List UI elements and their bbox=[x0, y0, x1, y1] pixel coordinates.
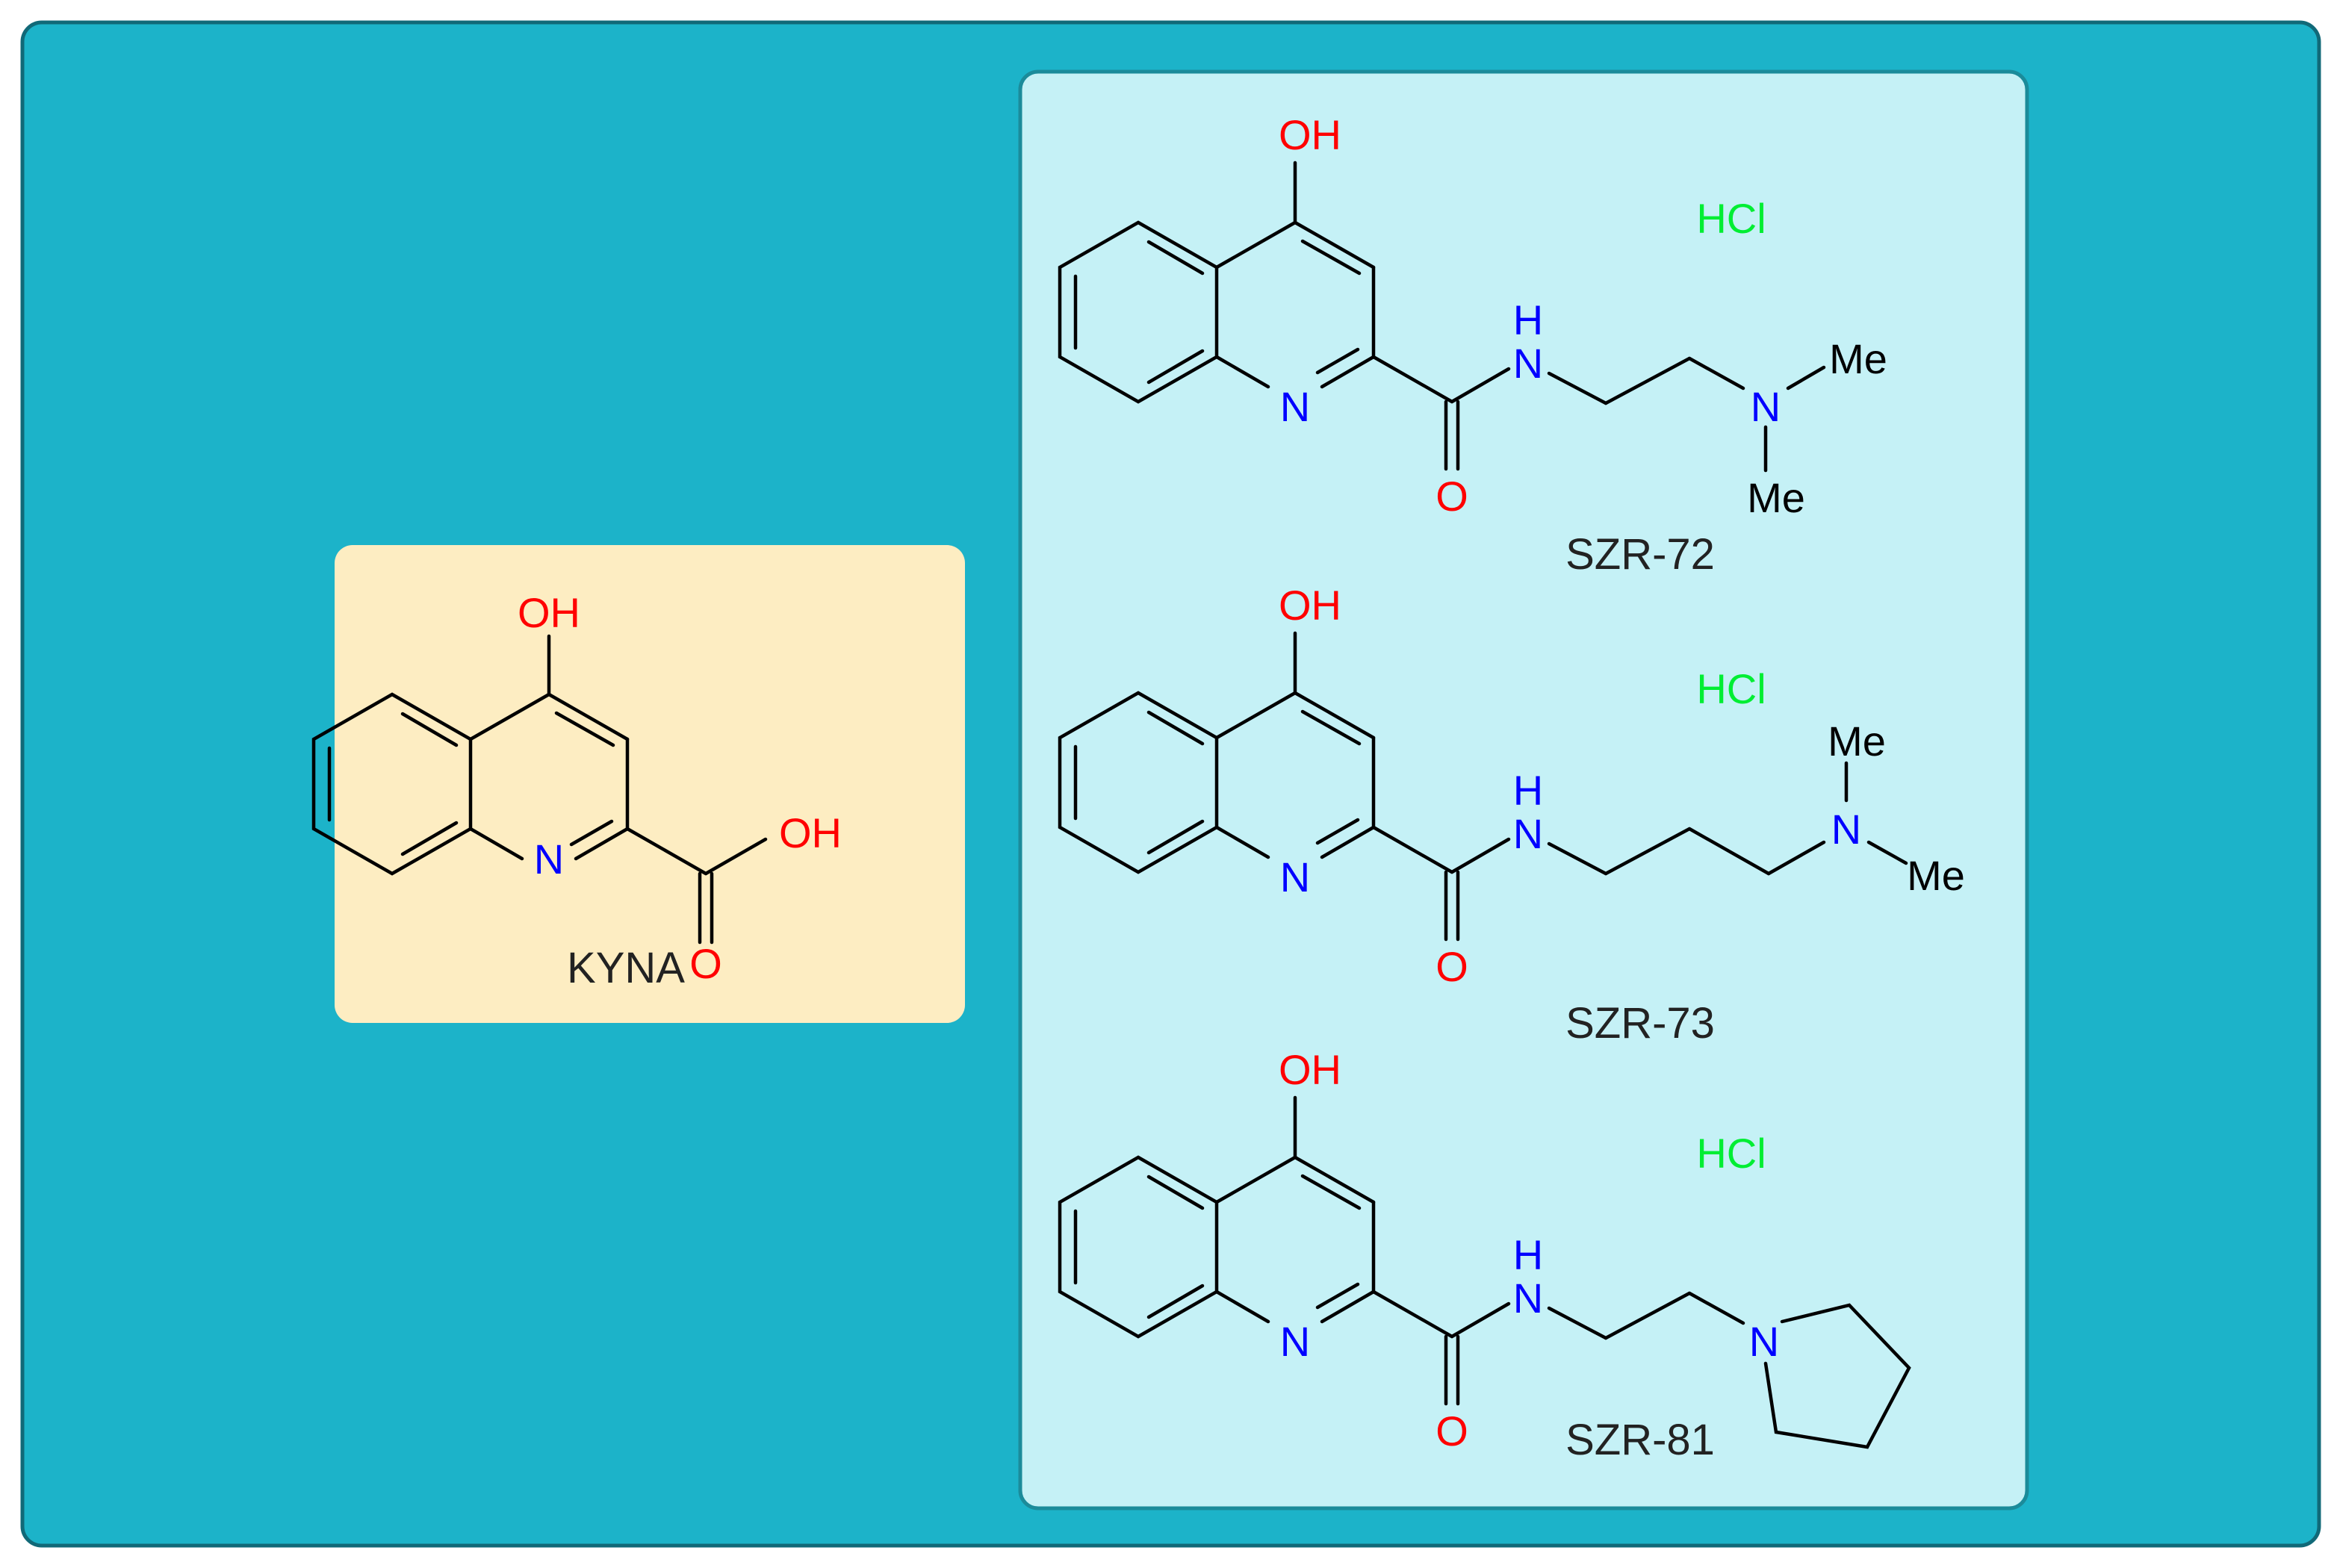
szr73-amide-n-label: N bbox=[1513, 810, 1543, 857]
szr73-methyl-2-label: Me bbox=[1907, 852, 1965, 899]
szr72-bond bbox=[1604, 356, 1692, 405]
szr73-molecule: OH N O H N N Me Me HCl SZR-73 bbox=[1060, 582, 1965, 1048]
szr72-bond bbox=[1786, 365, 1826, 391]
szr81-hydroxyl-label: OH bbox=[1279, 1046, 1341, 1093]
szr72-name: SZR-72 bbox=[1565, 530, 1715, 579]
szr73-amine-n-label: N bbox=[1831, 806, 1861, 853]
szr72-salt-label: HCl bbox=[1696, 195, 1766, 242]
kyna-ring-nitrogen-label: N bbox=[534, 836, 564, 883]
szr73-bond bbox=[1604, 827, 1692, 876]
szr73-salt-label: HCl bbox=[1696, 665, 1766, 712]
kyna-bond bbox=[704, 837, 768, 876]
kyna-acid-hydroxyl-label: OH bbox=[779, 809, 842, 856]
szr81-pyrrolidine-ring bbox=[1763, 1303, 1911, 1449]
derivatives-panel bbox=[1018, 69, 2029, 1511]
szr72-carbonyl-oxygen-label: O bbox=[1436, 473, 1468, 520]
szr81-ring-nitrogen-label: N bbox=[1280, 1318, 1310, 1365]
kyna-bond bbox=[468, 692, 551, 741]
szr72-bond bbox=[1547, 371, 1608, 405]
kyna-panel bbox=[335, 545, 965, 1023]
szr73-bond bbox=[1687, 827, 1771, 876]
szr81-name: SZR-81 bbox=[1565, 1416, 1715, 1464]
kyna-bond bbox=[547, 692, 630, 741]
szr73-name: SZR-73 bbox=[1565, 999, 1715, 1048]
szr73-bond bbox=[1866, 840, 1908, 865]
kyna-name: KYNA bbox=[567, 944, 685, 992]
szr81-salt-label: HCl bbox=[1696, 1130, 1766, 1177]
kyna-bond bbox=[574, 827, 630, 861]
kyna-bond bbox=[625, 827, 708, 876]
szr73-carbonyl-oxygen-label: O bbox=[1436, 943, 1468, 990]
szr72-amine-n-label: N bbox=[1751, 383, 1781, 430]
kyna-inner-bond bbox=[554, 711, 615, 747]
szr72-amide-n-label: N bbox=[1513, 340, 1543, 387]
szr81-amide-h-label: H bbox=[1513, 1231, 1543, 1278]
szr81-bond bbox=[1604, 1291, 1692, 1340]
szr73-bond bbox=[1766, 840, 1826, 876]
szr73-hydroxyl-label: OH bbox=[1279, 582, 1341, 629]
szr72-ring-nitrogen-label: N bbox=[1280, 383, 1310, 430]
szr72-molecule: OH N O H N N Me Me HCl SZR-72 bbox=[1060, 111, 1887, 579]
kyna-molecule: OH N OH O bbox=[311, 589, 842, 987]
szr73-bond bbox=[1547, 841, 1608, 876]
szr72-bond bbox=[1687, 356, 1745, 391]
szr81-amine-n-label: N bbox=[1749, 1318, 1779, 1365]
kyna-inner-bond bbox=[569, 819, 614, 847]
szr72-methyl-2-label: Me bbox=[1747, 474, 1805, 521]
szr73-amide-h-label: H bbox=[1513, 767, 1543, 814]
kyna-hydroxyl-label: OH bbox=[518, 589, 580, 636]
szr81-carbonyl-oxygen-label: O bbox=[1436, 1407, 1468, 1455]
szr72-hydroxyl-label: OH bbox=[1279, 111, 1341, 158]
szr81-amide-n-label: N bbox=[1513, 1275, 1543, 1322]
kyna-inner-bond bbox=[400, 712, 459, 747]
kyna-carbonyl-oxygen-label: O bbox=[689, 940, 722, 987]
szr81-bond bbox=[1687, 1291, 1745, 1325]
szr72-amide-h-label: H bbox=[1513, 296, 1543, 343]
szr81-bond bbox=[1547, 1306, 1608, 1340]
szr72-methyl-1-label: Me bbox=[1829, 335, 1887, 382]
kyna-inner-bond bbox=[400, 821, 459, 856]
szr73-methyl-1-label: Me bbox=[1828, 718, 1886, 765]
szr81-molecule: OH N O H N N HCl SZR-81 bbox=[1060, 1046, 1911, 1464]
szr73-ring-nitrogen-label: N bbox=[1280, 853, 1310, 900]
kyna-bond bbox=[468, 827, 524, 861]
